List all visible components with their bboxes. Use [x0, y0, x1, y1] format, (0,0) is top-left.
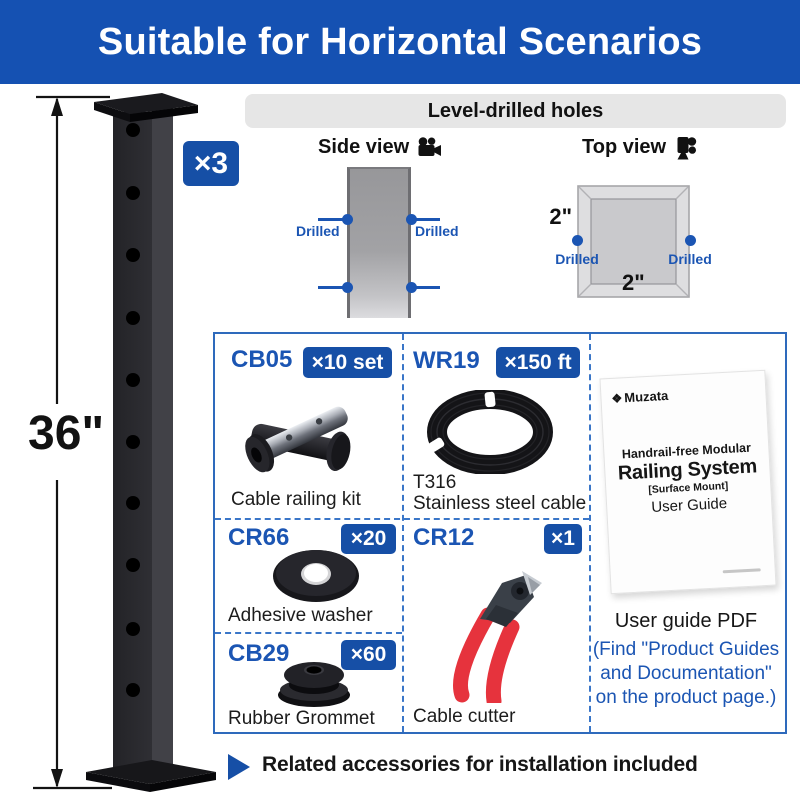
part-qty-badge-cr66: ×20 [341, 524, 396, 554]
top-view-dim-bottom: 2" [622, 270, 645, 295]
grid-divider [215, 632, 402, 634]
part-qty-badge-cr12: ×1 [544, 524, 582, 554]
side-view-drilled-right-label: Drilled [415, 223, 459, 239]
adhesive-washer-image [273, 550, 359, 602]
top-view-label-row: Top view [582, 136, 699, 160]
diamond-flower-icon: ❖ [611, 390, 623, 406]
part-caption-wr19-line2: Stainless steel cable [413, 493, 587, 514]
side-view-label-row: Side view [318, 136, 442, 159]
drill-hole-dot [405, 213, 417, 225]
top-view-label: Top view [582, 136, 667, 158]
play-triangle-icon [228, 754, 250, 780]
side-view-label: Side view [318, 136, 410, 158]
drill-hole-dot [571, 234, 583, 246]
part-caption-cr66: Adhesive washer [228, 605, 373, 626]
marker-line [318, 218, 347, 221]
booklet-model-smudge [722, 568, 761, 574]
movie-camera-rotated-icon [677, 137, 697, 160]
header-title: Suitable for Horizontal Scenarios [97, 20, 703, 63]
drill-hole-dot [405, 281, 417, 293]
marker-line [411, 286, 440, 289]
part-qty-badge-wr19: ×150 ft [496, 347, 580, 378]
grid-divider [402, 334, 404, 732]
cable-railing-kit-image [245, 406, 351, 473]
grid-divider [589, 334, 591, 732]
brand-name: Muzata [623, 387, 669, 406]
part-id-cr12: CR12 [413, 524, 475, 551]
pdf-note-line3: on the product page.) [595, 687, 777, 708]
part-id-cr66: CR66 [228, 524, 290, 551]
brand-row: ❖ Muzata [611, 383, 756, 406]
part-qty-badge-cb29: ×60 [341, 640, 396, 670]
movie-camera-icon [418, 137, 442, 156]
footer-note: Related accessories for installation inc… [262, 753, 698, 776]
user-guide-booklet: ❖ Muzata Handrail-free Modular Railing S… [599, 369, 777, 595]
side-view-drilled-left-label: Drilled [296, 223, 340, 239]
side-view-post-section [347, 167, 411, 318]
dimension-line [33, 95, 112, 790]
drill-hole-dot [341, 281, 353, 293]
part-caption-wr19: T316 Stainless steel cable [413, 472, 586, 514]
steel-cable-coil-image [427, 390, 553, 474]
pdf-note-line2: and Documentation" [600, 663, 772, 684]
post-body [86, 93, 216, 792]
top-view-post-section [577, 185, 690, 298]
part-caption-cb05: Cable railing kit [231, 489, 361, 510]
part-id-cb05: CB05 [231, 346, 293, 373]
post-quantity-badge: ×3 [183, 141, 239, 186]
part-id-wr19: WR19 [413, 347, 480, 374]
top-view-drilled-right-label: Drilled [668, 251, 712, 267]
header-banner: Suitable for Horizontal Scenarios [0, 0, 800, 84]
booklet-user-guide: User Guide [650, 494, 728, 516]
pdf-note-line1: (Find "Product Guides [592, 639, 780, 660]
grid-divider [215, 518, 589, 520]
part-caption-wr19-line1: T316 [413, 472, 457, 493]
part-caption-cr12: Cable cutter [413, 706, 516, 727]
level-drilled-holes-title: Level-drilled holes [427, 99, 604, 122]
cable-cutter-image [452, 571, 542, 703]
accessories-grid: CB05 ×10 set [213, 332, 787, 734]
top-view-dim-top: 2" [549, 204, 572, 229]
user-guide-pdf-note: (Find "Product Guides and Documentation"… [581, 638, 791, 710]
user-guide-pdf-label: User guide PDF [614, 610, 758, 632]
part-qty-badge-cb05: ×10 set [303, 347, 392, 378]
part-caption-cb29: Rubber Grommet [228, 708, 375, 729]
drill-hole-dot [684, 234, 696, 246]
post-illustration [33, 93, 216, 792]
rubber-grommet-image [278, 662, 350, 707]
top-view-drilled-left-label: Drilled [555, 251, 599, 267]
marker-line [411, 218, 440, 221]
arrow-down-icon [51, 769, 63, 788]
drill-hole-dot [341, 213, 353, 225]
post-height-label: 36" [24, 404, 109, 463]
level-drilled-holes-banner: Level-drilled holes [245, 94, 786, 128]
marker-line [318, 286, 347, 289]
arrow-up-icon [51, 97, 63, 116]
booklet-title-block: Handrail-free Modular Railing System [Su… [614, 440, 761, 517]
part-id-cb29: CB29 [228, 640, 290, 667]
